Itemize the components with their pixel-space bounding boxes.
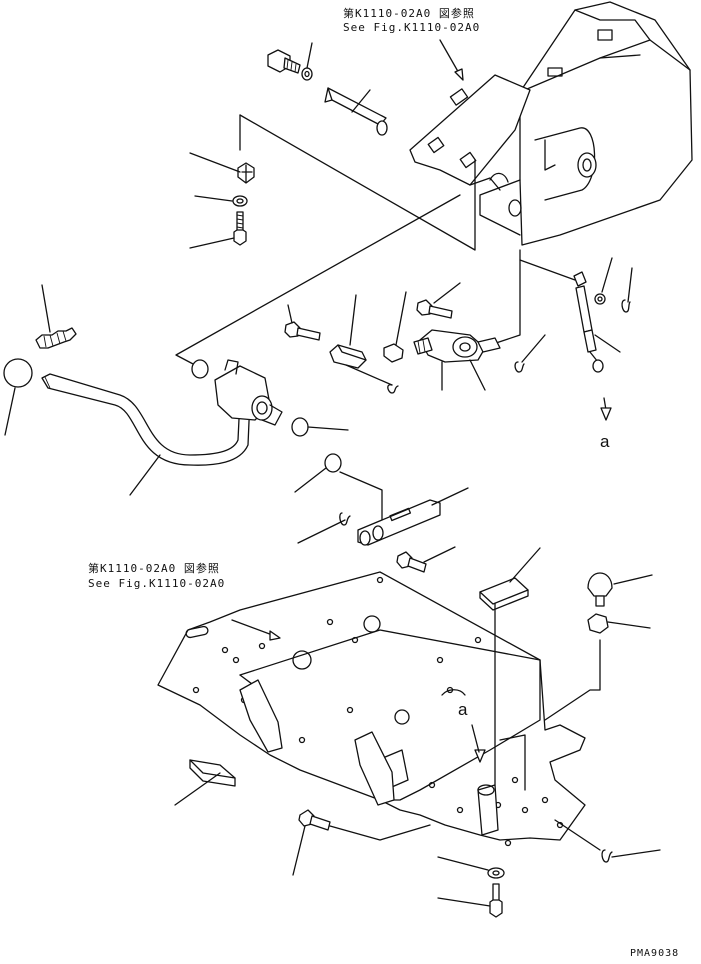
left-fasteners [232,162,255,246]
clip-link [339,512,351,526]
stopper-block [329,344,367,369]
bushing-left [191,359,209,379]
top-bolt [267,49,313,81]
callout-top-en: See Fig.K1110-02A0 [343,21,481,34]
knob-cap [587,572,613,607]
spacer-plate [479,577,529,605]
spring-end [35,327,77,349]
callout-mid-jp: 第K1110-02A0 図参照 [88,562,220,575]
callout-mid-en: See Fig.K1110-02A0 [88,577,226,590]
clip-bottom [601,849,613,863]
knob-ball [3,358,33,388]
marker-a-right: a [600,432,610,451]
clip-middle [387,384,399,394]
bolt-bottom [489,883,503,918]
bolt-link [396,551,427,573]
marker-a-bottom: a [458,700,468,719]
drawing-code: PMA9038 [630,948,680,959]
leader-lines [4,39,661,907]
gas-damper [573,271,631,373]
mounting-bracket [409,74,531,191]
bushing-lower [291,417,309,437]
nut-right [587,613,609,634]
washer-lower [487,867,505,879]
clevis-joint [413,329,501,363]
rod [324,87,388,136]
nut-middle [383,343,404,363]
bolt-right [416,299,453,319]
bolt-lower [298,809,331,831]
pivot-block [214,359,283,426]
link-plate [357,499,441,546]
bolt-middle [284,321,321,341]
console-housing [479,1,693,246]
callout-top-jp: 第K1110-02A0 図参照 [343,7,475,20]
base-plate [157,571,586,847]
bushing-upper [324,453,342,473]
clip-right [514,361,525,373]
